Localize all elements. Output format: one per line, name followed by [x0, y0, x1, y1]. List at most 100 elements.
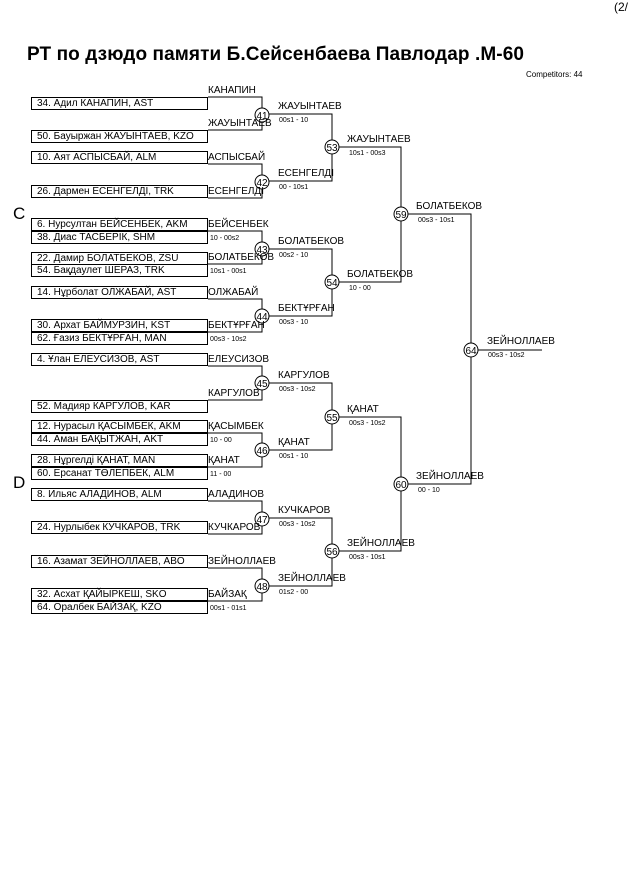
- match-circle-43: [254, 241, 270, 257]
- match-num-53: 53: [326, 143, 338, 154]
- match-num-64: 64: [465, 346, 477, 357]
- r2-score-45: 00s3 - 10s2: [279, 386, 316, 393]
- match-circle-46: [254, 442, 270, 458]
- r3-winner-53: ЖАУЫНТАЕВ: [347, 134, 411, 145]
- r1-name: ЖАУЫНТАЕВ: [208, 118, 272, 129]
- r1-name: ЕЛЕУСИЗОВ: [208, 354, 270, 365]
- entry-26: 26. Дармен ЕСЕНГЕЛДІ, TRK: [31, 185, 208, 198]
- r2-winner-48: ЗЕЙНОЛЛАЕВ: [278, 573, 346, 584]
- entry-24: 24. Нурлыбек КУЧКАРОВ, TRK: [31, 521, 208, 534]
- r1-name: ЕСЕНГЕЛДІ: [208, 186, 264, 197]
- match-circle-64: [463, 342, 479, 358]
- entry-32: 32. Асхат ҚАЙЫРКЕШ, SKO: [31, 588, 208, 601]
- r3-score-54: 10 - 00: [349, 285, 371, 292]
- match-circle-48: [254, 578, 270, 594]
- r2-score-44: 00s3 - 10: [279, 319, 309, 326]
- entry-30: 30. Архат БАЙМУРЗИН, KST: [31, 319, 208, 332]
- r3-score-55: 00s3 - 10s2: [349, 420, 386, 427]
- r1-name: ҚАНАТ: [208, 455, 240, 466]
- entry-10: 10. Аят АСПЫСБАЙ, ALM: [31, 151, 208, 164]
- r2-score-46: 00s1 - 10: [279, 453, 309, 460]
- r1-name: КАНАПИН: [208, 85, 256, 96]
- r1-score: 00s1 - 01s1: [210, 605, 247, 612]
- r1-name: ЗЕЙНОЛЛАЕВ: [208, 556, 276, 567]
- r1-score: 11 - 00: [210, 471, 232, 478]
- r2-score-41: 00s1 - 10: [279, 117, 309, 124]
- r1-name: БАЙЗАҚ: [208, 589, 247, 600]
- r3-winner-56: ЗЕЙНОЛЛАЕВ: [347, 538, 415, 549]
- entry-54: 54. Бақдаулет ШЕРАЗ, TRK: [31, 264, 208, 277]
- entry-12: 12. Нурасыл ҚАСЫМБЕК, AKM: [31, 420, 208, 433]
- match-num-46: 46: [256, 446, 268, 457]
- r3-winner-55: ҚАНАТ: [347, 404, 379, 415]
- entry-52: 52. Мадияр КАРГУЛОВ, KAR: [31, 400, 208, 413]
- match-circle-44: [254, 308, 270, 324]
- page-title: РТ по дзюдо памяти Б.Сейсенбаева Павлода…: [27, 44, 525, 65]
- r1-score: 10s1 - 00s1: [210, 268, 247, 275]
- match-num-55: 55: [326, 413, 338, 424]
- match-circle-56: [324, 543, 340, 559]
- entry-44: 44. Аман БАҚЫТЖАН, AKT: [31, 433, 208, 446]
- r2-score-43: 00s2 - 10: [279, 252, 309, 259]
- match-num-45: 45: [256, 379, 268, 390]
- section-label-d: D: [13, 473, 26, 492]
- entry-14: 14. Нұрболат ОЛЖАБАЙ, AST: [31, 286, 208, 299]
- match-circle-41: [254, 107, 270, 123]
- r4-winner-60: ЗЕЙНОЛЛАЕВ: [416, 471, 484, 482]
- r1-name: КАРГУЛОВ: [208, 388, 260, 399]
- match-num-41: 41: [256, 111, 268, 122]
- competitors-count: Competitors: 44: [526, 70, 583, 79]
- r2-winner-41: ЖАУЫНТАЕВ: [278, 101, 342, 112]
- match-num-47: 47: [256, 515, 268, 526]
- entry-62: 62. Ғазиз БЕКТҰРҒАН, MAN: [31, 332, 208, 345]
- match-circle-45: [254, 375, 270, 391]
- r4-score-59: 00s3 - 10s1: [418, 217, 455, 224]
- r1-name: БЕЙСЕНБЕК: [208, 219, 269, 230]
- r1-name: ҚАСЫМБЕК: [208, 421, 264, 432]
- match-num-59: 59: [395, 210, 407, 221]
- match-num-54: 54: [326, 278, 338, 289]
- match-circle-59: [393, 206, 409, 222]
- r2-score-48: 01s2 - 00: [279, 589, 309, 596]
- r3-score-56: 00s3 - 10s1: [349, 554, 386, 561]
- r2-winner-47: КУЧКАРОВ: [278, 505, 331, 516]
- r2-winner-46: ҚАНАТ: [278, 437, 310, 448]
- r1-name: ОЛЖАБАЙ: [208, 287, 259, 298]
- match-circle-54: [324, 274, 340, 290]
- r2-winner-44: БЕКТҰРҒАН: [278, 303, 335, 314]
- r2-score-42: 00 - 10s1: [279, 184, 309, 191]
- entry-16: 16. Азамат ЗЕЙНОЛЛАЕВ, ABO: [31, 555, 208, 568]
- r1-name: АЛАДИНОВ: [208, 489, 265, 500]
- match-circle-47: [254, 511, 270, 527]
- r1-score: 00s3 - 10s2: [210, 336, 247, 343]
- r2-winner-42: ЕСЕНГЕЛДІ: [278, 168, 334, 179]
- match-num-48: 48: [256, 582, 268, 593]
- r3-winner-54: БОЛАТБЕКОВ: [347, 269, 414, 280]
- entry-4: 4. Ұлан ЕЛЕУСИЗОВ, AST: [31, 353, 208, 366]
- entry-6: 6. Нурсултан БЕЙСЕНБЕК, AKM: [31, 218, 208, 231]
- r2-winner-45: КАРГУЛОВ: [278, 370, 330, 381]
- r1-name: КУЧКАРОВ: [208, 522, 261, 533]
- entry-38: 38. Диас ТАСБЕРІК, SHM: [31, 231, 208, 244]
- entry-34: 34. Адил КАНАПИН, AST: [31, 97, 208, 110]
- r1-name: БОЛАТБЕКОВ: [208, 252, 275, 263]
- r1-score: 10 - 00s2: [210, 235, 240, 242]
- r4-score-60: 00 - 10: [418, 487, 440, 494]
- section-label-c: C: [13, 204, 26, 223]
- match-circle-53: [324, 139, 340, 155]
- r1-name: БЕКТҰРҒАН: [208, 320, 265, 331]
- entry-8: 8. Ильяс АЛАДИНОВ, ALM: [31, 488, 208, 501]
- r3-score-53: 10s1 - 00s3: [349, 150, 386, 157]
- final-score: 00s3 - 10s2: [488, 352, 525, 359]
- match-circle-55: [324, 409, 340, 425]
- match-num-60: 60: [395, 480, 407, 491]
- match-circle-42: [254, 174, 270, 190]
- match-circle-60: [393, 476, 409, 492]
- entry-60: 60. Ерсанат ТӨЛЕПБЕК, ALM: [31, 467, 208, 480]
- entry-64: 64. Оралбек БАЙЗАҚ, KZO: [31, 601, 208, 614]
- page-number: (2/: [613, 0, 628, 14]
- r1-score: 10 - 00: [210, 437, 232, 444]
- match-num-56: 56: [326, 547, 338, 558]
- match-num-44: 44: [256, 312, 268, 323]
